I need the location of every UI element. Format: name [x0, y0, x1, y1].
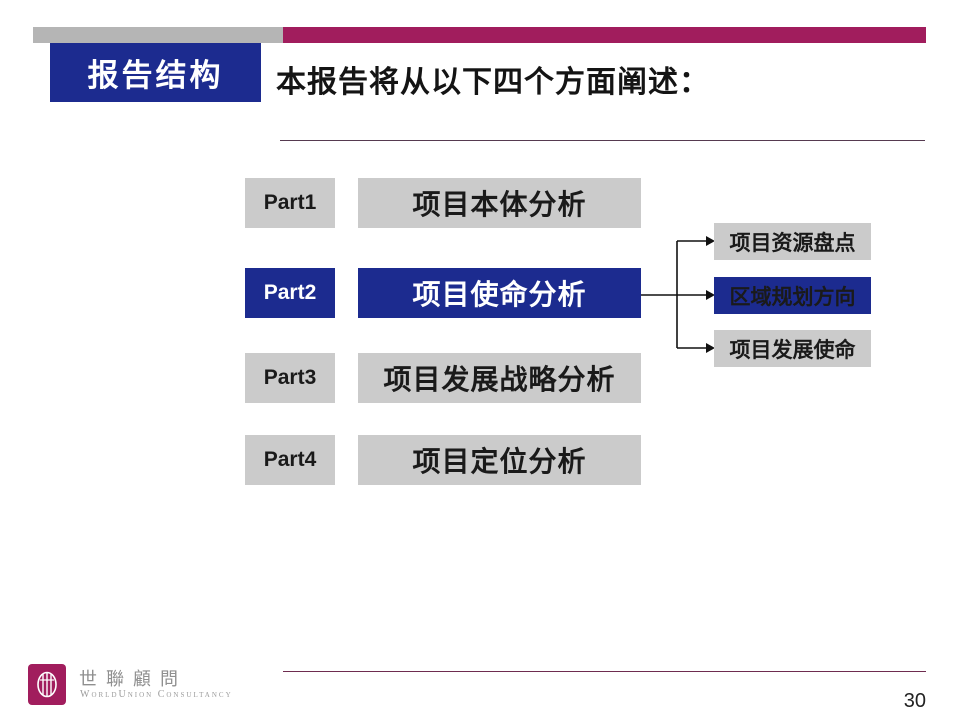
logo-name-cn: 世聯顧問: [79, 669, 187, 689]
header-bar-gray: [33, 27, 283, 43]
part1-label-box: Part1: [245, 178, 335, 228]
part1-title-box: 项目本体分析: [358, 178, 641, 228]
section-tag-box: 报告结构: [50, 43, 261, 102]
breakdown-box-planning: 区域规划方向: [714, 277, 871, 314]
footer-divider: [283, 671, 926, 672]
worldunion-logo-icon: [28, 664, 66, 705]
slide-title: 本报告将从以下四个方面阐述：: [276, 66, 710, 99]
logo-name-en: WorldUnion Consultancy: [80, 689, 233, 700]
header-bar-accent: [283, 27, 926, 43]
part2-label-box: Part2: [245, 268, 335, 318]
part2-connector-lines: [641, 236, 715, 353]
part4-label-box: Part4: [245, 435, 335, 485]
part4-title-box: 项目定位分析: [358, 435, 641, 485]
breakdown-box-mission: 项目发展使命: [714, 330, 871, 367]
title-underline: [280, 140, 925, 141]
part2-title-box: 项目使命分析: [358, 268, 641, 318]
part3-title-box: 项目发展战略分析: [358, 353, 641, 403]
breakdown-box-resources: 项目资源盘点: [714, 223, 871, 260]
part3-label-box: Part3: [245, 353, 335, 403]
page-number: 30: [903, 690, 926, 712]
